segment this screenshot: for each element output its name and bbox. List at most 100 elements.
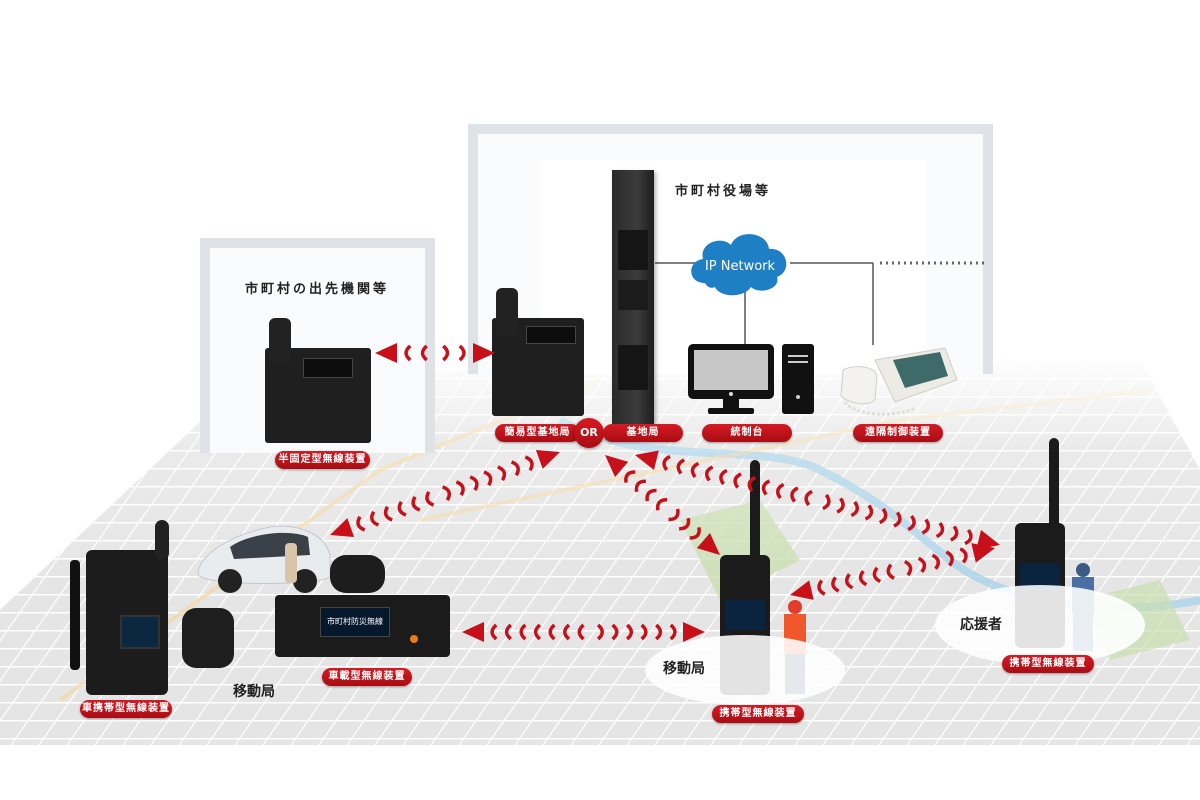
radio-wave-arc: [510, 460, 520, 477]
radio-wave-arc: [442, 344, 450, 362]
branch-office-title: 市町村の出先機関等: [245, 282, 390, 297]
radio-wave-arc: [533, 623, 542, 641]
radio-wave-arc: [383, 505, 393, 522]
radio-wave-arc: [441, 485, 452, 501]
radio-wave-arc: [524, 455, 534, 472]
arrowhead: [971, 543, 995, 563]
radio-wave-arc: [662, 454, 671, 472]
radio-wave-arc: [469, 475, 479, 492]
link-handheld-to-support: [790, 543, 995, 600]
label-handheld-radio-support: 携帯型無線装置: [1002, 655, 1094, 673]
radio-wave-arc: [458, 344, 466, 362]
radio-wave-arc: [886, 563, 895, 580]
link-branch-to-simple-base: [375, 343, 495, 363]
radio-wave-arc: [397, 500, 407, 517]
arrowhead: [635, 450, 659, 470]
label-remote-control: 遠隔制御装置: [853, 424, 943, 442]
station-label-mobile-center: 移動局: [663, 661, 705, 677]
radio-wave-arc: [775, 482, 785, 500]
link-base-to-support: [635, 450, 1000, 550]
radio-wave-arc: [945, 550, 954, 567]
radio-wave-arc: [640, 623, 648, 641]
label-vehicle-mounted-radio: 車載型無線装置: [322, 668, 412, 686]
branch-office-frame: [200, 238, 435, 453]
radio-wave-arc: [490, 623, 498, 641]
radio-wave-arc: [634, 479, 646, 493]
radio-wave-arc: [455, 480, 465, 496]
city-hall-title: 市町村役場等: [675, 184, 772, 199]
station-label-support: 応援者: [960, 617, 1002, 633]
radio-wave-arc: [425, 491, 435, 507]
arrowhead: [535, 450, 560, 469]
radio-wave-arc: [548, 623, 556, 641]
radio-wave-arc: [596, 623, 604, 641]
radio-wave-arc: [822, 493, 831, 511]
radio-wave-arc: [690, 461, 700, 479]
radio-wave-arc: [504, 623, 512, 641]
radio-wave-arc: [563, 623, 571, 641]
radio-wave-arc: [404, 344, 412, 362]
radio-wave-arc: [964, 528, 973, 546]
radio-wave-arc: [655, 623, 663, 641]
arrowhead: [605, 455, 629, 477]
radio-wave-arc: [679, 517, 691, 531]
mobile-station-oval: [645, 635, 845, 705]
label-base-station: 基地局: [603, 424, 683, 442]
radio-wave-arc: [872, 566, 882, 584]
radio-wave-arc: [917, 556, 927, 574]
cloud-icon: [691, 234, 787, 296]
radio-wave-arc: [836, 497, 845, 514]
radio-wave-arc: [747, 475, 757, 493]
radio-wave-arc: [893, 511, 902, 528]
arrowhead: [696, 533, 720, 555]
cloud-label: IP Network: [705, 259, 776, 274]
vehicle-radio-screen-text: 市町村防災無線: [327, 617, 383, 626]
radio-wave-arc: [370, 510, 380, 527]
radio-wave-arc: [733, 472, 742, 489]
radio-wave-arc: [668, 508, 680, 522]
support-station-oval: [935, 585, 1145, 665]
arrowhead: [473, 343, 495, 363]
arrowhead: [462, 622, 484, 642]
radio-wave-arc: [858, 569, 868, 587]
radio-wave-arc: [864, 504, 874, 521]
link-vehicle-radio-to-handheld: [462, 622, 705, 642]
link-or-to-car: [330, 450, 560, 537]
remote-control-phone: [840, 347, 958, 416]
radio-wave-arc: [817, 579, 826, 596]
radio-wave-arc: [645, 488, 657, 502]
label-console: 統制台: [702, 424, 792, 442]
label-simple-base-station: 簡易型基地局: [495, 424, 580, 442]
arrowhead: [976, 530, 1000, 550]
radio-wave-arc: [949, 525, 959, 542]
label-vehicle-portable-radio: 車携帯型無線装置: [80, 700, 172, 718]
arrowhead: [790, 580, 814, 600]
arrowhead: [683, 622, 705, 642]
or-badge: OR: [574, 418, 604, 448]
radio-wave-arc: [624, 470, 636, 483]
radio-wave-arc: [878, 507, 888, 525]
radio-wave-arc: [689, 527, 701, 540]
city-hall-frame: [468, 124, 993, 374]
radio-wave-arc: [719, 468, 728, 486]
link-or-to-handheld-mobile: [605, 455, 720, 555]
label-handheld-radio-mobile: 携帯型無線装置: [712, 705, 804, 723]
station-label-mobile-left: 移動局: [233, 684, 275, 700]
radio-wave-arc: [761, 479, 771, 496]
radio-wave-arc: [655, 497, 668, 511]
radio-wave-arc: [844, 573, 854, 590]
radio-wave-arc: [959, 547, 968, 564]
ip-network-cloud: IP Network: [691, 234, 787, 296]
arrowhead: [375, 343, 397, 363]
radio-wave-arc: [420, 344, 428, 362]
radio-wave-arc: [831, 576, 840, 593]
radio-wave-arc: [931, 553, 941, 570]
radio-wave-arc: [804, 489, 813, 507]
radio-wave-arc: [790, 486, 799, 503]
radio-wave-arc: [625, 623, 634, 641]
radio-wave-arc: [935, 521, 945, 539]
simple-base-station-device: [492, 288, 584, 416]
arrowhead: [330, 518, 355, 537]
vehicle-mounted-radio-device: 市町村防災無線: [270, 555, 455, 660]
radio-wave-arc: [497, 465, 507, 482]
